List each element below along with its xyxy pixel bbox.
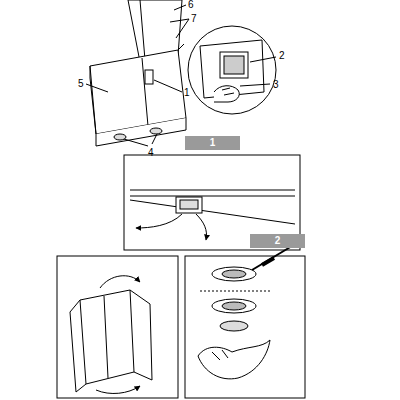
callout-number: 5 — [78, 79, 84, 89]
callout-number: 7 — [191, 14, 197, 24]
callout-number: 6 — [188, 0, 194, 10]
callout-number: 3 — [273, 80, 279, 90]
detail-inset — [188, 26, 276, 114]
step-header-bar: 1 — [185, 136, 240, 150]
callout-number: 2 — [279, 51, 285, 61]
callout-number: 4 — [148, 148, 154, 158]
step-header-bar: 2 — [250, 234, 305, 248]
step-number: 2 — [275, 236, 281, 246]
step-number: 1 — [210, 138, 216, 148]
step-2-lamp-panel — [185, 246, 305, 398]
callout-number: 1 — [184, 88, 190, 98]
cooker-hood — [86, 0, 189, 146]
step-2-tilt-panel — [57, 256, 178, 398]
